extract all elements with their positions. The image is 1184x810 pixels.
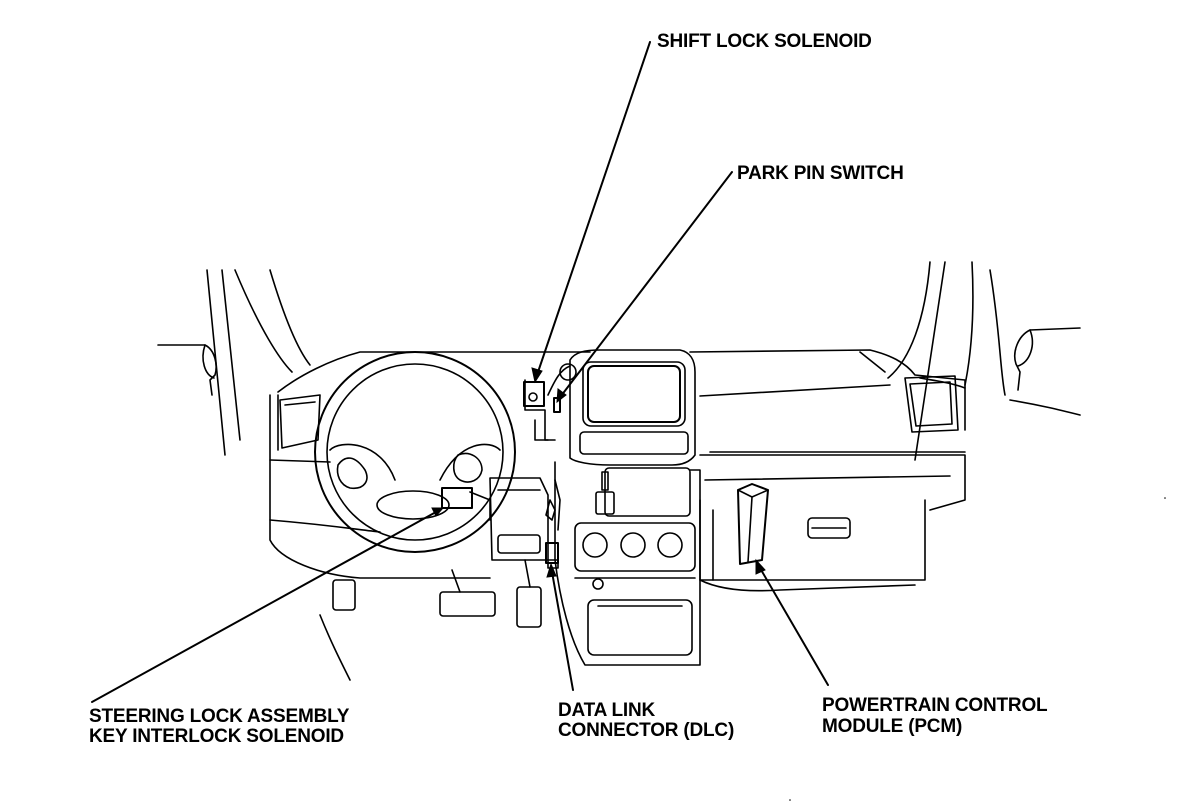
label-park-pin-switch: PARK PIN SWITCH (737, 163, 904, 184)
label-shift-lock-solenoid: SHIFT LOCK SOLENOID (657, 31, 872, 52)
pedals (319, 559, 542, 681)
label-data-link: DATA LINK (558, 700, 656, 721)
lower-knee-panel (489, 477, 549, 561)
label-steering-lock-assembly: STEERING LOCK ASSEMBLY (89, 706, 350, 727)
leader-line-steering-lock (91, 507, 445, 703)
leader-line-pcm (755, 558, 829, 686)
steering-wheel (314, 351, 516, 553)
leader-line-dlc (546, 562, 574, 691)
dashboard-outline (269, 349, 966, 592)
glove-box-handle (807, 517, 851, 539)
windshield-frame (206, 261, 1006, 461)
label-connector-dlc: CONNECTOR (DLC) (558, 720, 735, 741)
left-side-mirror (157, 344, 217, 396)
label-key-interlock-solenoid: KEY INTERLOCK SOLENOID (89, 726, 344, 747)
shift-lever-area (523, 363, 577, 441)
scan-specks (789, 497, 1166, 801)
leader-line-park-pin (556, 171, 733, 404)
right-side-mirror (1009, 327, 1081, 416)
powertrain-control-module (737, 483, 769, 565)
center-console (545, 349, 701, 666)
label-powertrain-control: POWERTRAIN CONTROL (822, 695, 1048, 716)
right-air-vent (904, 375, 959, 433)
leader-line-shift-lock (531, 41, 651, 384)
label-module-pcm: MODULE (PCM) (822, 716, 963, 737)
left-air-vent (279, 394, 321, 449)
